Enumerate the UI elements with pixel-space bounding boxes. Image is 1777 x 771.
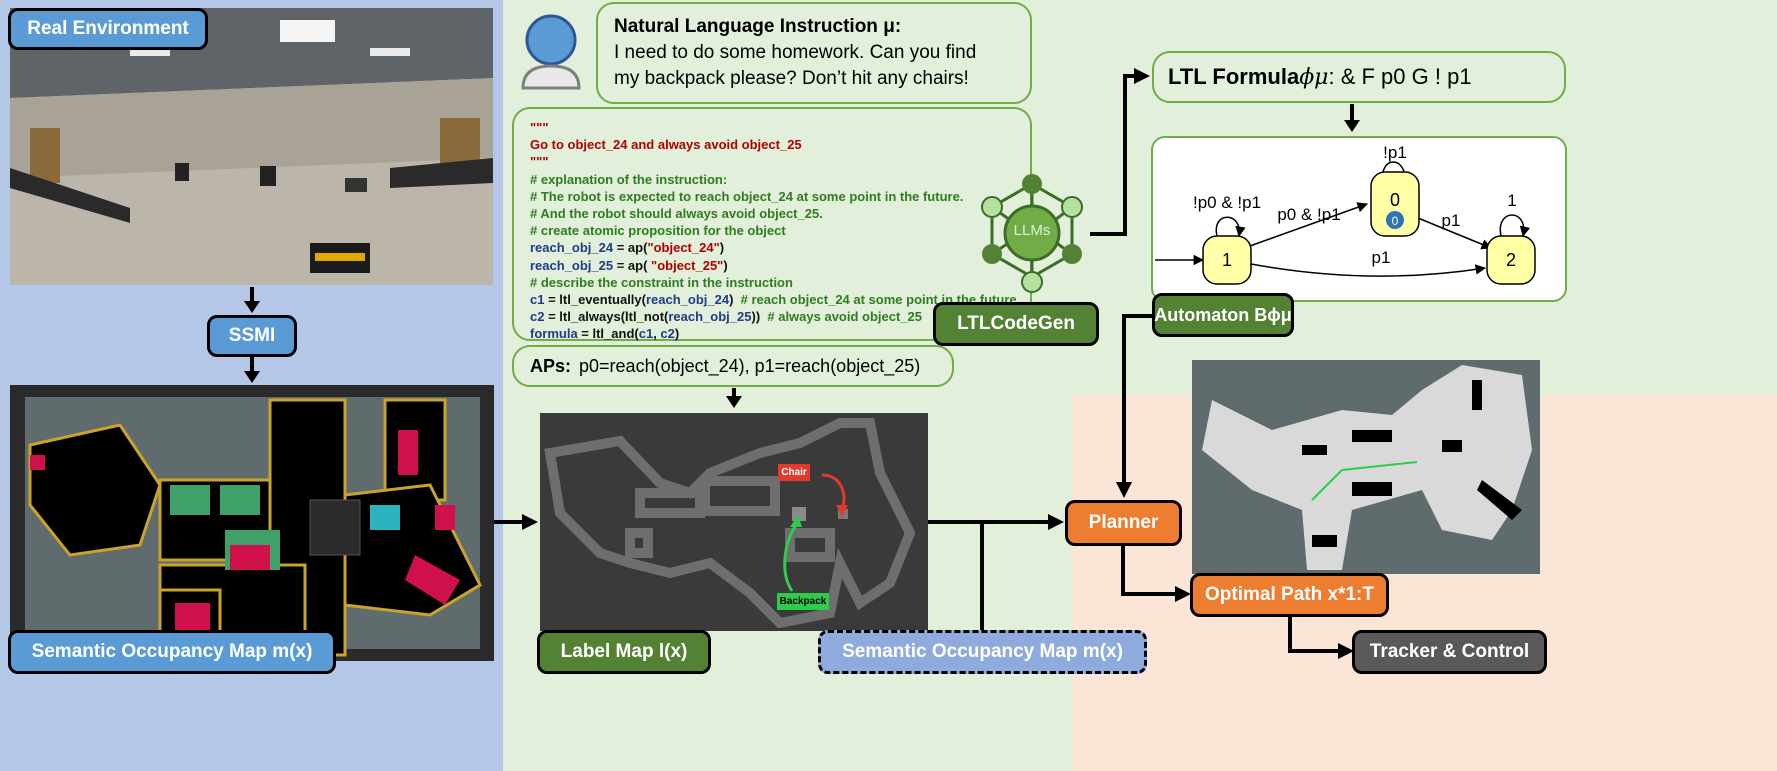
label-self-2: 1 — [1507, 191, 1516, 210]
code-token: reach_obj_24 — [530, 240, 614, 256]
state-0-label: 0 — [1390, 190, 1400, 210]
code-line: reach_obj_25 = ap( "object_25") — [530, 257, 1014, 274]
arrow-photo-to-ssmi — [244, 287, 260, 313]
label-0-to-2: p1 — [1442, 211, 1461, 230]
llm-network-icon — [981, 174, 1083, 293]
accepting-badge — [1386, 211, 1404, 229]
code-token: ) — [723, 257, 728, 273]
code-token: c2 — [530, 309, 545, 325]
accepting-badge-label: 0 — [1392, 214, 1399, 228]
aps-text: p0=reach(object_24), p1=reach(object_25) — [579, 355, 921, 376]
code-token: reach_obj_24 — [645, 292, 730, 308]
code-token: reach_obj_25 — [668, 309, 752, 325]
instruction-line-1: I need to do some homework. Can you find — [614, 42, 977, 63]
arrow-ssmi-to-map — [244, 357, 260, 383]
code-token: = ltl_eventually( — [544, 292, 646, 308]
backpack-marker — [792, 507, 806, 521]
automaton-label-text: Automaton Bϕμ — [1154, 304, 1292, 325]
ssmi-label: SSMI — [207, 315, 297, 357]
instruction-title: Natural Language Instruction μ: — [614, 16, 902, 37]
arrow-map-to-label-map — [494, 514, 538, 530]
code-line: """ — [530, 154, 549, 170]
code-token: ) — [719, 240, 725, 256]
ltl-formula-symbol: ϕμ — [1299, 64, 1329, 90]
code-line: # And the robot should always avoid obje… — [530, 206, 823, 222]
ltl-formula-expression: : & F p0 G ! p1 — [1328, 64, 1472, 89]
label-self-1: !p0 & !p1 — [1193, 193, 1261, 212]
instruction-line-2: my backpack please? Don’t hit any chairs… — [614, 68, 969, 89]
aps-prefix: APs: — [530, 355, 572, 376]
code-token: # always avoid object_25 — [767, 309, 923, 325]
state-2 — [1486, 235, 1536, 285]
instruction-bubble: Natural Language Instruction μ: I need t… — [596, 2, 1032, 104]
label-self-0: !p1 — [1383, 143, 1407, 162]
code-token: = ap( — [613, 240, 648, 256]
code-token: , — [653, 326, 661, 342]
arrow-aps-to-label-map — [726, 388, 742, 408]
state-1 — [1202, 235, 1252, 285]
code-token: = ltl_always(ltl_not( — [544, 309, 669, 325]
edge-self-2 — [1499, 214, 1531, 238]
code-token: = ltl_and( — [577, 326, 639, 342]
arrow-automaton-to-planner — [1116, 314, 1154, 498]
code-line: reach_obj_24 = ap("object_24") — [530, 239, 1014, 256]
code-token: c1 — [530, 292, 545, 308]
planner-box: Planner — [1065, 500, 1182, 546]
automaton-diagram: 1 0 2 0 !p0 & !p1 p0 & !p1 !p1 p1 p1 1 — [1155, 143, 1536, 285]
ltl-formula-box: LTL Formula ϕμ : & F p0 G ! p1 — [1152, 51, 1566, 103]
arrow-llm-to-ltl — [1090, 68, 1150, 236]
code-line: formula = ltl_and(c1, c2) — [530, 325, 1014, 342]
code-line: # The robot is expected to reach object_… — [530, 188, 964, 204]
planning-map-image — [1192, 360, 1540, 574]
code-token: formula — [530, 326, 578, 342]
code-token: "object_25" — [651, 257, 724, 273]
ltl-codegen-label: LTLCodeGen — [933, 302, 1099, 346]
state-2-label: 2 — [1506, 250, 1516, 270]
state-1-label: 1 — [1222, 250, 1232, 270]
code-token: c1 — [638, 326, 654, 342]
ltl-formula-prefix: LTL Formula — [1168, 64, 1300, 89]
semantic-occupancy-map-dashed-label: Semantic Occupancy Map m(x) — [818, 630, 1147, 674]
edge-1-to-2 — [1250, 263, 1487, 277]
edge-0-to-2 — [1417, 217, 1492, 250]
optimal-path-line — [1311, 469, 1343, 501]
code-token: ) — [674, 326, 680, 342]
aps-bubble: APs: p0=reach(object_24), p1=reach(objec… — [512, 345, 954, 387]
code-token: ) — [729, 292, 741, 308]
backpack-label: Backpack — [777, 593, 829, 610]
arrow-label-map-to-planner — [928, 514, 1064, 632]
label-1-to-0: p0 & !p1 — [1277, 205, 1340, 224]
optimal-path-box: Optimal Path x*1:T — [1190, 573, 1389, 617]
chair-label: Chair — [778, 464, 810, 481]
arrow-planner-to-path — [1121, 546, 1191, 602]
code-line: # create atomic proposition for the obje… — [530, 223, 786, 239]
semantic-occupancy-map-label: Semantic Occupancy Map m(x) — [8, 630, 336, 674]
real-environment-label: Real Environment — [8, 8, 208, 50]
edge-self-1 — [1215, 216, 1246, 238]
code-line: # explanation of the instruction: — [530, 171, 728, 187]
semantic-occupancy-map-image — [10, 385, 494, 661]
optimal-path-label: Optimal Path x*1:T — [1205, 584, 1374, 605]
edge-1-to-0 — [1249, 202, 1368, 247]
code-token: c2 — [660, 326, 675, 342]
label-map-tag: Label Map l(x) — [537, 630, 711, 674]
tracker-control-box: Tracker & Control — [1352, 630, 1547, 674]
code-line: Go to object_24 and always avoid object_… — [530, 137, 802, 153]
code-token: )) — [751, 309, 768, 325]
code-token: "object_24" — [647, 240, 720, 256]
automaton-label: Automaton Bϕμ — [1152, 293, 1294, 337]
label-map-image — [540, 413, 928, 631]
code-line: c2 = ltl_always(ltl_not(reach_obj_25)) #… — [530, 308, 1014, 325]
code-line: # describe the constraint in the instruc… — [530, 274, 793, 290]
code-token: reach_obj_25 — [530, 257, 614, 273]
arrow-path-to-tracker — [1288, 617, 1354, 659]
state-0 — [1370, 171, 1420, 237]
code-line: """ — [530, 120, 549, 135]
label-1-to-2: p1 — [1372, 248, 1391, 267]
code-token: = ap( — [613, 257, 652, 273]
user-avatar-icon — [521, 14, 581, 90]
arrow-ltl-to-automaton — [1344, 104, 1360, 132]
llm-hub-label: LLMs — [1013, 222, 1051, 239]
